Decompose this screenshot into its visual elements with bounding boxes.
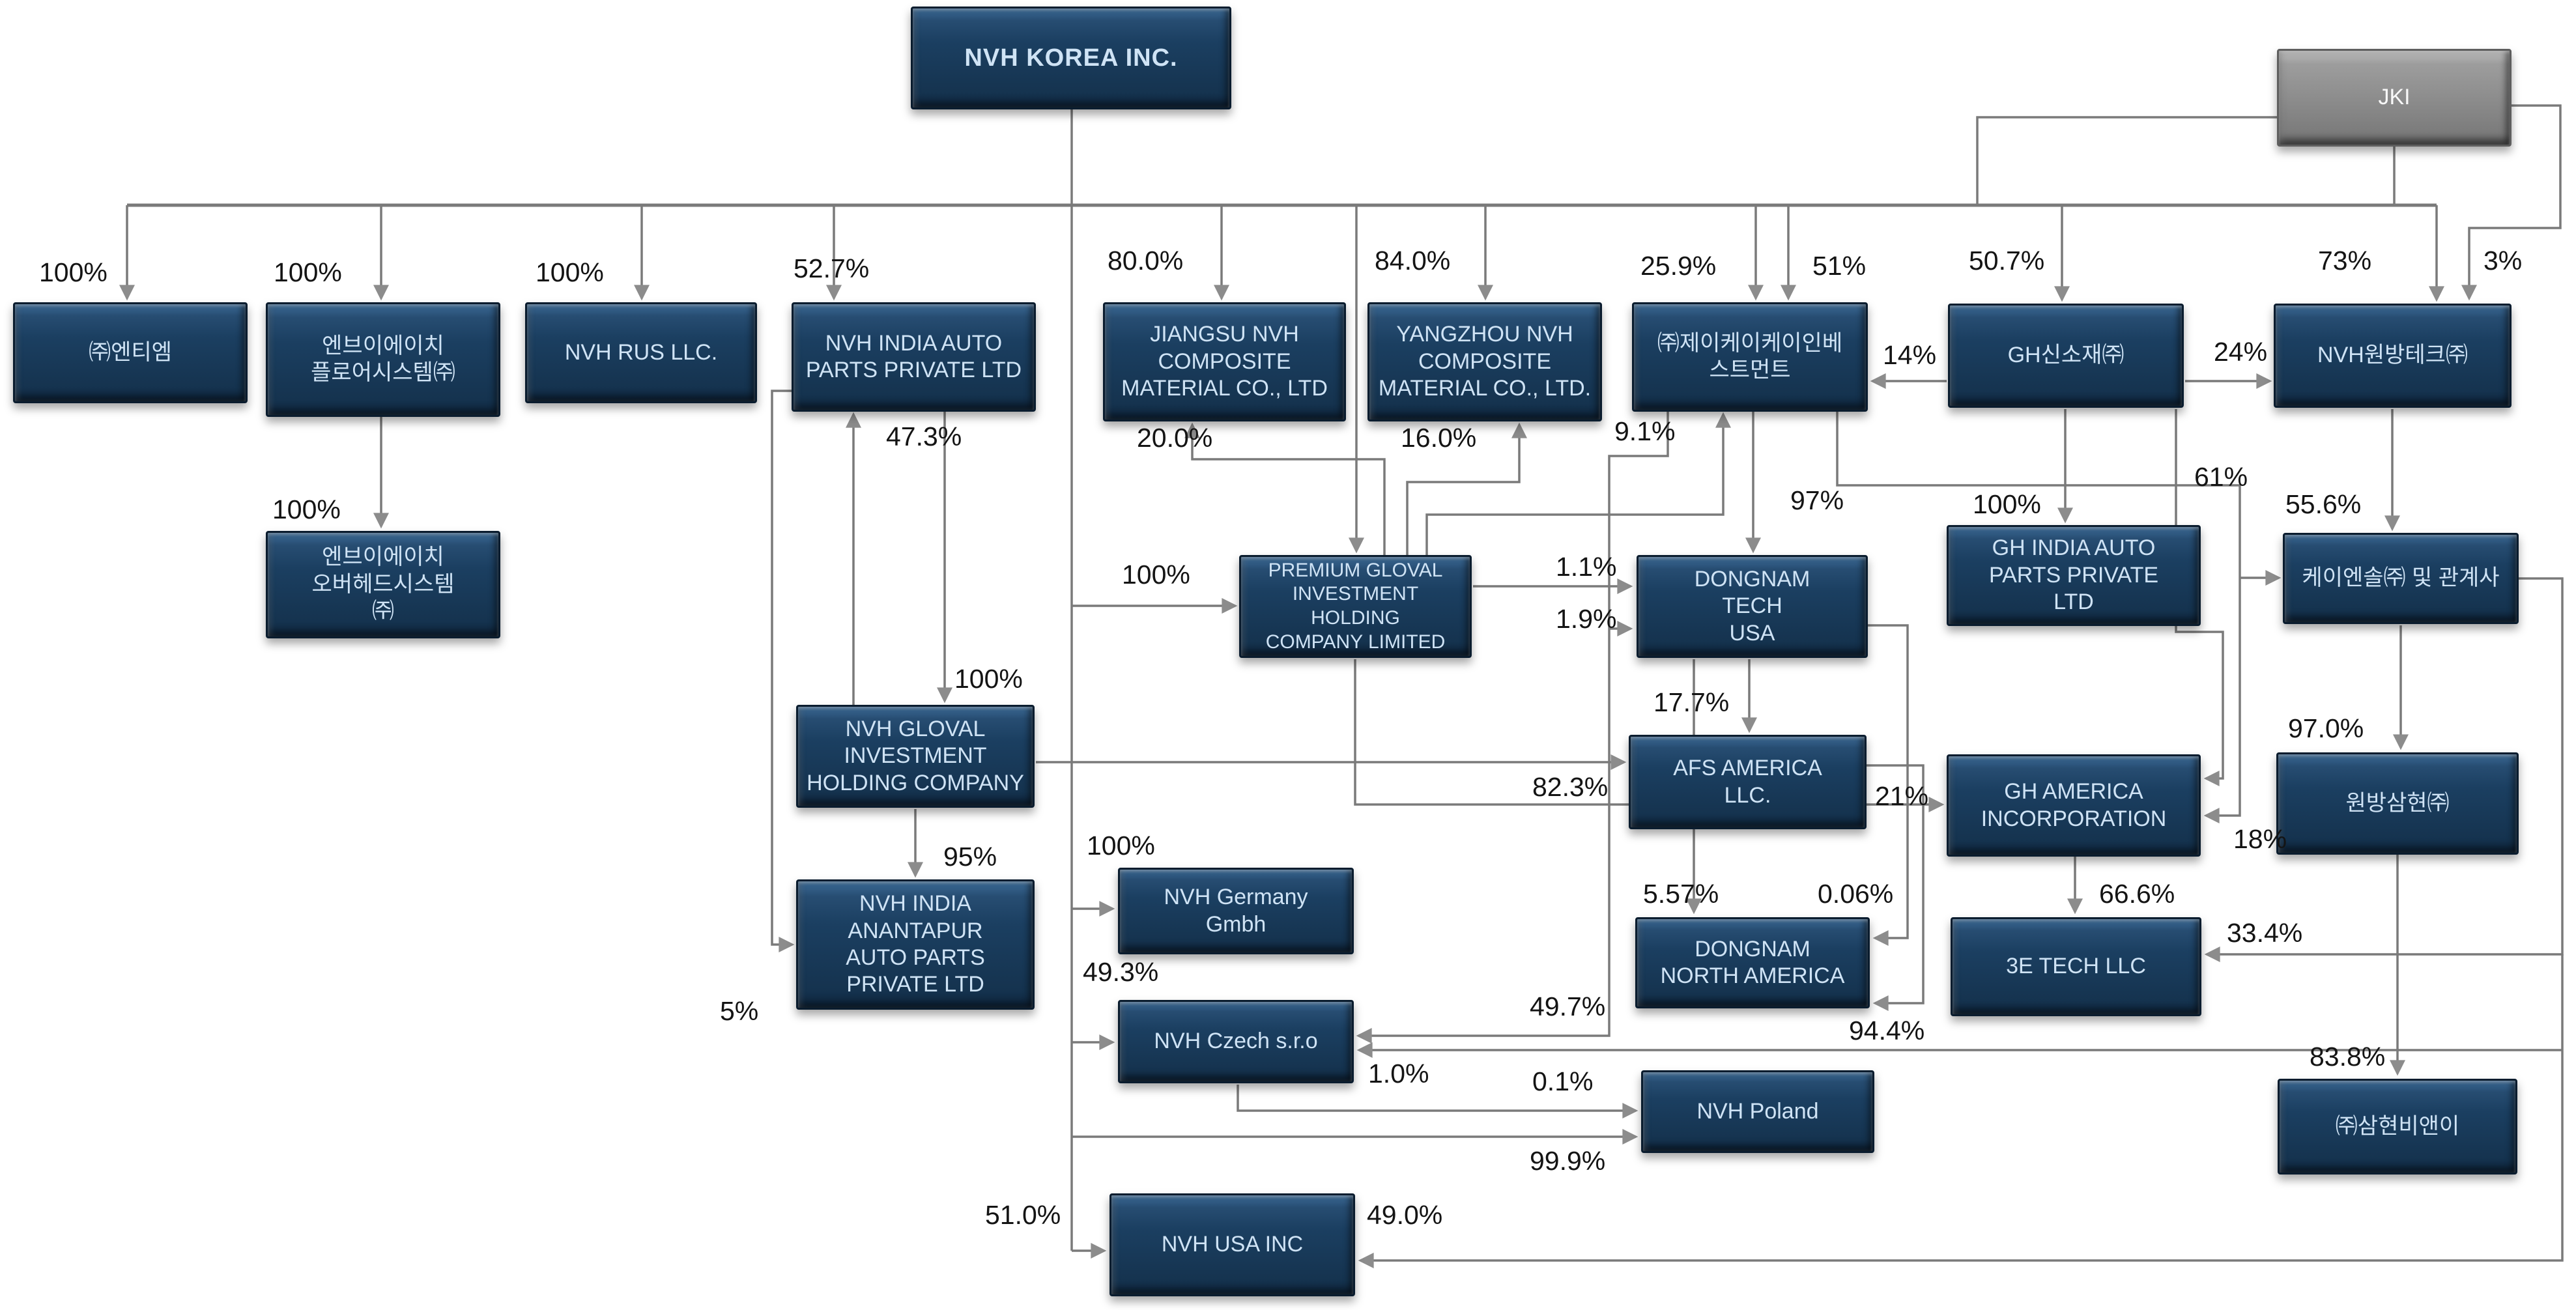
pct-india-52-7: 52.7% <box>794 253 870 283</box>
node-kns: 케이엔솔㈜ 및 관계사 <box>2283 533 2519 624</box>
pct-wonbangtech-3: 3% <box>2483 246 2523 276</box>
node-overhead-system: 엔브이에이치 오버헤드시스템 ㈜ <box>266 531 500 638</box>
pct-ghsinsojae-50-7: 50.7% <box>1969 246 2045 276</box>
pct-jkk-25-9: 25.9% <box>1640 251 1717 281</box>
pct-entiem-100: 100% <box>39 257 107 287</box>
pct-5: 5% <box>720 996 759 1026</box>
node-dongnam-north-america: DONGNAM NORTH AMERICA <box>1635 917 1870 1008</box>
node-nvh-czech: NVH Czech s.r.o <box>1118 1000 1354 1083</box>
node-3e-tech: 3E TECH LLC <box>1951 917 2201 1016</box>
pct-17-7: 17.7% <box>1653 687 1730 717</box>
pct-18: 18% <box>2233 824 2287 854</box>
pct-jiangsu-80-0: 80.0% <box>1108 246 1184 276</box>
node-gh-america: GH AMERICA INCORPORATION <box>1947 754 2201 857</box>
pct-germany-100: 100% <box>1087 831 1155 861</box>
pct-1-9: 1.9% <box>1556 604 1617 634</box>
node-gh-sinsojae: GH신소재㈜ <box>1948 304 2184 408</box>
node-nvh-rus: NVH RUS LLC. <box>525 302 757 403</box>
node-floor-system: 엔브이에이치 플로어시스템㈜ <box>266 302 500 417</box>
pct-97: 97% <box>1790 485 1844 515</box>
node-wonbang-samhyun: 원방삼현㈜ <box>2276 752 2519 855</box>
pct-49-7: 49.7% <box>1530 991 1606 1021</box>
pct-49-0: 49.0% <box>1367 1200 1443 1230</box>
pct-61: 61% <box>2194 462 2248 492</box>
node-premium-gloval: PREMIUM GLOVAL INVESTMENT HOLDING COMPAN… <box>1239 555 1472 658</box>
pct-99-9: 99.9% <box>1530 1146 1606 1176</box>
pct-66-6: 66.6% <box>2099 879 2175 909</box>
pct-floor-100: 100% <box>274 257 342 287</box>
pct-0-06: 0.06% <box>1818 879 1894 909</box>
pct-1-1: 1.1% <box>1556 552 1617 582</box>
pct-16-0: 16.0% <box>1401 423 1477 453</box>
node-nvh-germany: NVH Germany Gmbh <box>1118 868 1354 954</box>
node-dongnam-tech-usa: DONGNAM TECH USA <box>1637 555 1868 658</box>
pct-1-0: 1.0% <box>1368 1059 1429 1089</box>
node-nvh-anantapur: NVH INDIA ANANTAPUR AUTO PARTS PRIVATE L… <box>796 879 1035 1010</box>
node-gh-india: GH INDIA AUTO PARTS PRIVATE LTD <box>1947 525 2201 626</box>
pct-premium-100: 100% <box>1122 560 1190 590</box>
pct-gloval-100: 100% <box>954 664 1023 694</box>
pct-jkk-51: 51% <box>1812 251 1867 281</box>
node-nvh-korea: NVH KOREA INC. <box>911 7 1231 109</box>
node-jkk-investment: ㈜제이케이케이인베 스트먼트 <box>1632 302 1868 412</box>
pct-21: 21% <box>1875 781 1929 811</box>
node-nvh-poland: NVH Poland <box>1641 1070 1874 1153</box>
pct-ghindia-100: 100% <box>1973 489 2041 519</box>
node-nvh-wonbangtech: NVH원방테크㈜ <box>2274 304 2512 408</box>
pct-yangzhou-84-0: 84.0% <box>1375 246 1451 276</box>
node-samhyun-bne: ㈜삼현비앤이 <box>2278 1079 2517 1175</box>
pct-14: 14% <box>1883 340 1937 370</box>
pct-55-6: 55.6% <box>2285 489 2362 519</box>
pct-9-1: 9.1% <box>1614 416 1676 446</box>
pct-overhead-100: 100% <box>272 494 341 524</box>
node-entiem: ㈜엔티엠 <box>13 302 248 403</box>
node-yangzhou: YANGZHOU NVH COMPOSITE MATERIAL CO., LTD… <box>1367 302 1602 421</box>
pct-33-4: 33.4% <box>2227 918 2303 948</box>
node-nvh-india: NVH INDIA AUTO PARTS PRIVATE LTD <box>792 302 1036 412</box>
node-jiangsu: JIANGSU NVH COMPOSITE MATERIAL CO., LTD <box>1103 302 1346 421</box>
pct-47-3: 47.3% <box>886 421 962 451</box>
node-jki: JKI <box>2277 49 2512 147</box>
pct-95: 95% <box>943 842 997 872</box>
pct-51-0: 51.0% <box>985 1200 1061 1230</box>
pct-5-57: 5.57% <box>1643 879 1719 909</box>
pct-82-3: 82.3% <box>1532 772 1609 802</box>
pct-20-0: 20.0% <box>1137 423 1213 453</box>
node-afs-america: AFS AMERICA LLC. <box>1629 735 1867 829</box>
node-nvh-gloval: NVH GLOVAL INVESTMENT HOLDING COMPANY <box>796 705 1035 808</box>
pct-rus-100: 100% <box>536 257 604 287</box>
node-nvh-usa: NVH USA INC <box>1109 1193 1355 1296</box>
pct-wonbangtech-73: 73% <box>2318 246 2372 276</box>
pct-49-3: 49.3% <box>1083 957 1159 987</box>
pct-97-0: 97.0% <box>2288 713 2364 743</box>
pct-24: 24% <box>2214 337 2268 367</box>
pct-83-8: 83.8% <box>2310 1042 2386 1072</box>
pct-0-1: 0.1% <box>1532 1066 1594 1096</box>
pct-94-4: 94.4% <box>1849 1016 1925 1046</box>
